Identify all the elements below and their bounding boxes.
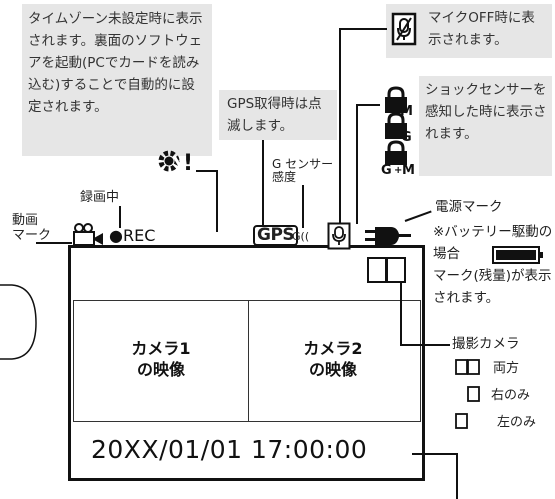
power-desc-pre: ※バッテリー駆動の場合 <box>433 224 553 262</box>
camera-left-icon <box>455 413 468 429</box>
timezone-note-text: タイムゾーン未設定時に表示されます。裏面のソフトウェアを起動(PCでカードを読み… <box>28 11 203 115</box>
camera-divider <box>248 301 249 421</box>
camera-title: 撮影カメラ <box>452 336 520 352</box>
power-title: 電源マーク <box>435 199 503 215</box>
leader-line-camera-v <box>400 283 402 345</box>
datetime-display: 20XX/01/01 17:00:00 <box>91 435 368 464</box>
svg-text:M: M <box>400 104 413 116</box>
svg-text:G: G <box>401 130 412 142</box>
device-screen: カメラ1 の映像 カメラ2 の映像 20XX/01/01 17:00:00 <box>68 245 425 481</box>
timezone-note: タイムゾーン未設定時に表示されます。裏面のソフトウェアを起動(PCでカードを読み… <box>22 4 212 156</box>
leader-line-datetime-v <box>456 453 458 499</box>
video-camera-icon <box>73 223 103 246</box>
leader-line-rec <box>119 206 121 228</box>
mic-off-icon <box>391 12 417 46</box>
shock-note-text: ショックセンサーを感知した時に表示されます。 <box>425 82 547 142</box>
video-mark-label-1: 動画 <box>12 213 39 228</box>
leader-line-shock-h <box>356 104 380 106</box>
svg-text:+: + <box>394 165 402 176</box>
shock-note: ショックセンサーを感知した時に表示されます。 <box>419 76 552 176</box>
leader-line-mic-h <box>339 28 387 30</box>
camera2-line1: カメラ2 <box>303 339 363 358</box>
g-sensor-level: G(( <box>292 230 310 243</box>
g-sensor-label-2: 感度 <box>272 170 297 184</box>
leader-line-warning-v <box>216 170 218 232</box>
camera-both-label: 両方 <box>493 361 520 376</box>
shock-m-icon: M <box>385 86 413 116</box>
leader-line-mic-v <box>339 28 341 223</box>
leader-line-g-sensor <box>302 185 304 228</box>
camera-both-icon <box>455 359 480 375</box>
gps-note-text: GPS取得時は点滅します。 <box>227 96 322 134</box>
power-desc-post: マーク(残量)が表示されます。 <box>433 268 552 306</box>
camera-views-box <box>73 300 421 422</box>
mic-icon <box>327 222 351 250</box>
battery-icon <box>492 246 543 264</box>
shock-gm-icon: G + M <box>381 140 415 176</box>
camera-right-label: 右のみ <box>491 388 531 403</box>
svg-text:M: M <box>402 163 415 176</box>
camera2-line2: の映像 <box>308 360 357 379</box>
mic-note-text: マイクOFF時に表示されます。 <box>428 10 535 48</box>
gear-exclamation-icon: ! <box>158 150 193 174</box>
recording-label: 録画中 <box>80 190 120 205</box>
camera1-line1: カメラ1 <box>131 339 191 358</box>
leader-line-power <box>404 210 432 222</box>
camera2-view-label: カメラ2 の映像 <box>247 338 419 380</box>
g-sensor-label-1: G センサー <box>272 157 334 171</box>
leader-line-camera-h <box>400 344 450 346</box>
svg-text:G: G <box>381 163 392 176</box>
rec-indicator: ●REC <box>109 226 156 245</box>
leader-line-warning-h <box>196 170 218 172</box>
shock-g-icon: G <box>385 112 412 142</box>
leader-line-video-mark <box>36 242 72 244</box>
dual-camera-icon <box>367 257 406 283</box>
leader-line-datetime-h <box>412 453 458 455</box>
gps-badge: GPS <box>253 225 299 246</box>
camera1-line2: の映像 <box>136 360 185 379</box>
camera1-view-label: カメラ1 の映像 <box>75 338 247 380</box>
svg-text:!: ! <box>183 151 193 174</box>
partial-device-shape <box>0 284 37 360</box>
leader-line-gps <box>262 140 264 225</box>
camera-right-icon <box>467 386 480 402</box>
camera-left-label: 左のみ <box>497 415 537 430</box>
video-mark-label-2: マーク <box>12 228 52 243</box>
power-plug-icon <box>365 227 411 245</box>
gps-note: GPS取得時は点滅します。 <box>219 90 337 140</box>
leader-line-shock-v <box>356 104 358 224</box>
